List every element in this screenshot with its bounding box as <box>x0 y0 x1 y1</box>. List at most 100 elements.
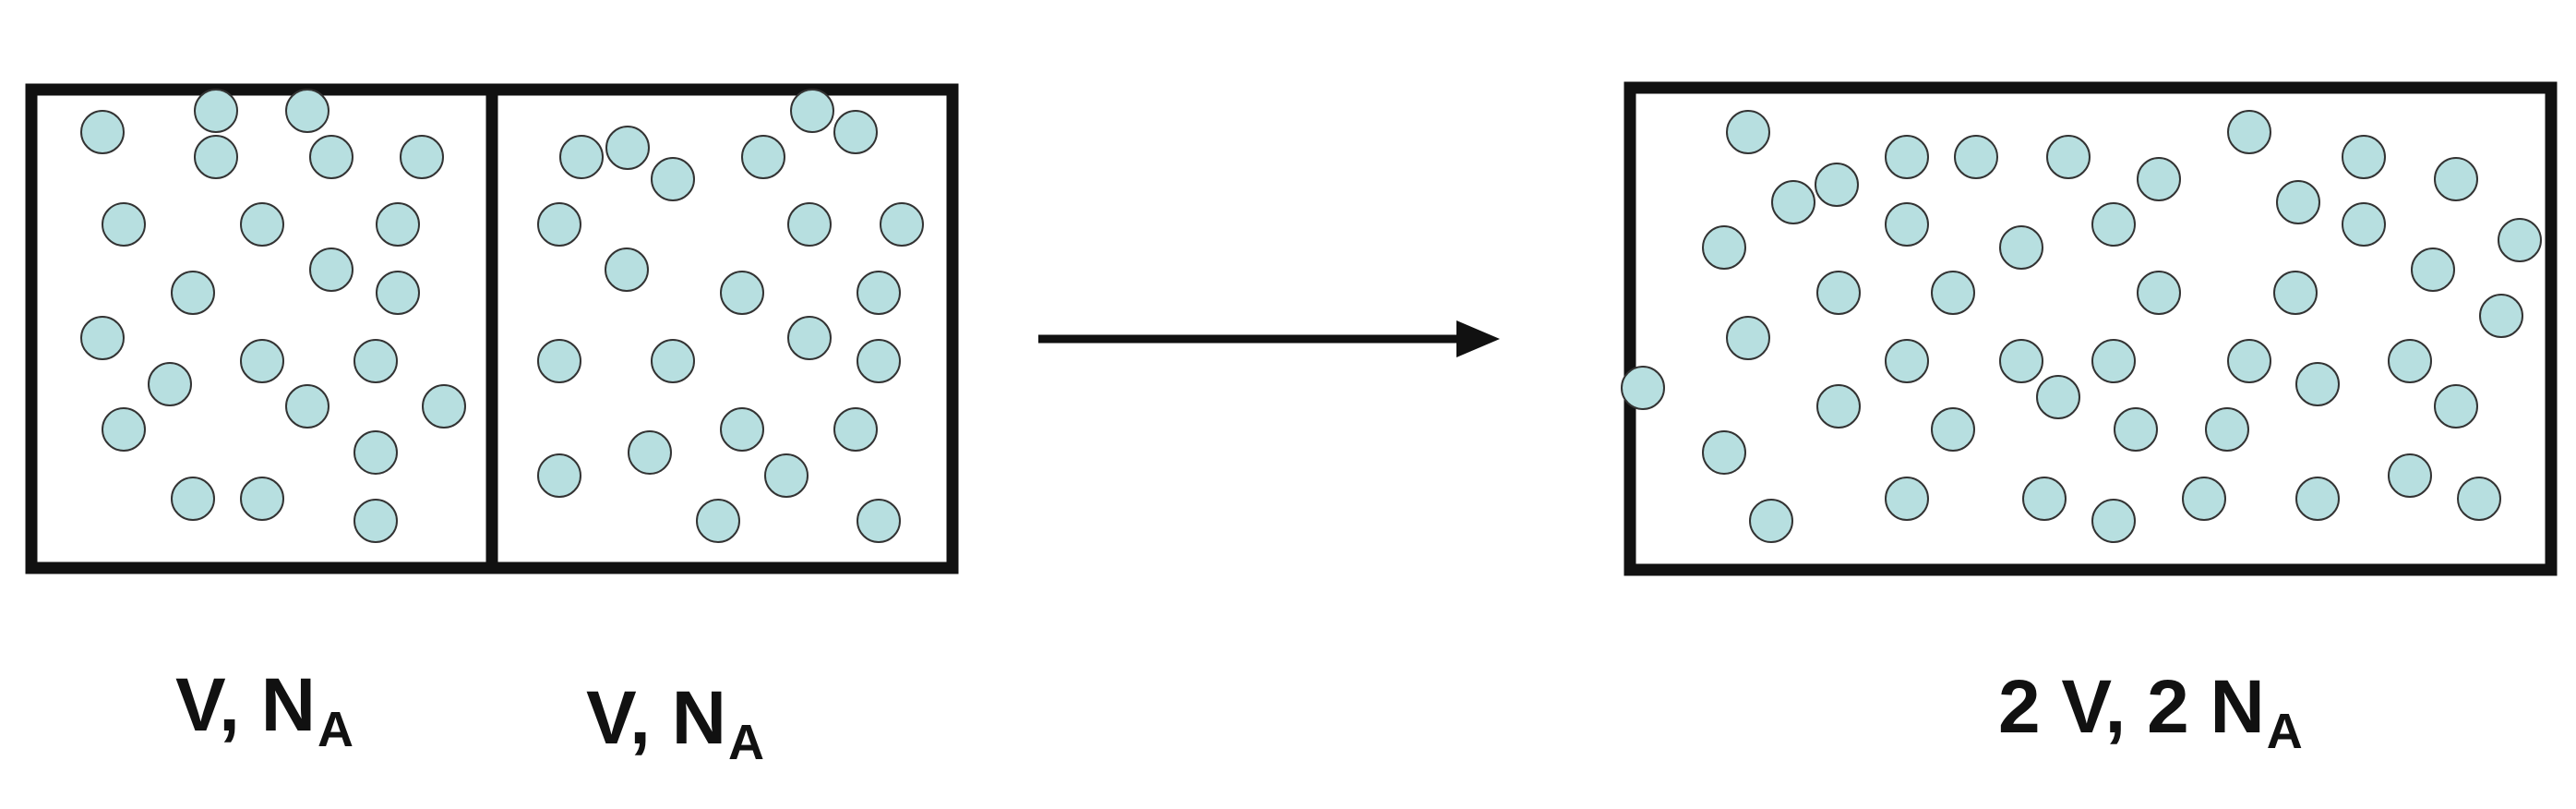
gas-particle <box>1726 316 1770 360</box>
gas-particle <box>171 477 215 521</box>
gas-particle <box>720 407 764 452</box>
gas-particle <box>2273 271 2318 315</box>
gas-particle <box>353 339 398 383</box>
gas-particle <box>285 89 329 133</box>
gas-particle <box>2022 477 2067 521</box>
gas-particle <box>605 248 649 292</box>
right-compartment-label: V, NA <box>586 681 764 771</box>
label-subscript: A <box>727 715 764 771</box>
gas-particle <box>1816 271 1861 315</box>
gas-particle <box>80 110 125 154</box>
gas-particle <box>605 126 650 170</box>
gas-particle <box>857 339 901 383</box>
gas-particle <box>194 89 238 133</box>
gas-particle <box>537 339 581 383</box>
gas-particle <box>1885 339 1929 383</box>
gas-particle <box>2388 339 2432 383</box>
gas-particle <box>857 499 901 543</box>
gas-particle <box>696 499 740 543</box>
gas-particle <box>400 135 444 179</box>
gas-particle <box>2137 271 2181 315</box>
gas-particle <box>2457 477 2501 521</box>
gas-particle <box>2434 384 2478 429</box>
left-compartment-label: V, NA <box>175 668 353 755</box>
gas-particle <box>2342 202 2386 247</box>
gas-particle <box>194 135 238 179</box>
gas-particle <box>1749 499 1793 543</box>
process-arrow <box>1038 320 1500 357</box>
gas-particle <box>240 202 284 247</box>
gas-particle <box>790 89 834 133</box>
gas-particle <box>1815 163 1859 207</box>
divided-container <box>25 83 959 574</box>
gas-particle <box>2182 477 2226 521</box>
gas-particle <box>764 453 809 498</box>
gas-particle <box>2434 157 2478 201</box>
gas-particle <box>2295 477 2340 521</box>
gas-particle <box>651 157 695 201</box>
gas-particle <box>2342 135 2386 179</box>
gas-particle <box>2411 248 2455 292</box>
gas-particle <box>1885 135 1929 179</box>
gas-particle <box>720 271 764 315</box>
gas-particle <box>787 202 832 247</box>
gas-particle <box>2091 202 2136 247</box>
gas-particle <box>148 362 192 406</box>
gas-particle <box>1726 110 1770 154</box>
mixed-container-label: 2 V, 2 NA <box>1998 670 2303 760</box>
gas-particle <box>1931 407 1975 452</box>
gas-particle <box>309 135 353 179</box>
gas-particle <box>2091 499 2136 543</box>
gas-particle <box>651 339 695 383</box>
gas-particle <box>2036 375 2080 419</box>
gas-particle <box>559 135 604 179</box>
gas-particle <box>376 271 420 315</box>
gas-particle <box>422 384 466 429</box>
gas-particle <box>1954 135 1998 179</box>
gas-particle <box>240 477 284 521</box>
gas-particle <box>2137 157 2181 201</box>
gas-particle <box>880 202 924 247</box>
gas-particle <box>1999 225 2043 270</box>
mixed-container-frame <box>1623 81 2558 576</box>
gas-particle <box>537 453 581 498</box>
gas-particle <box>171 271 215 315</box>
gas-particle <box>353 499 398 543</box>
gas-particle <box>741 135 785 179</box>
gas-particle <box>1771 180 1815 224</box>
label-main: 2 V, 2 N <box>1998 665 2265 749</box>
label-main: V, N <box>175 663 316 747</box>
gas-particle <box>537 202 581 247</box>
gas-particle <box>2046 135 2091 179</box>
label-main: V, N <box>586 676 726 760</box>
gas-particle <box>1931 271 1975 315</box>
gas-particle <box>1885 202 1929 247</box>
gas-particle <box>1702 225 1746 270</box>
gas-particle <box>2295 362 2340 406</box>
gas-particle <box>376 202 420 247</box>
gas-particle <box>80 316 125 360</box>
left-compartment-particles <box>80 89 466 543</box>
mixed-container-particles <box>1621 110 2542 543</box>
gas-particle <box>2114 407 2158 452</box>
gas-particle <box>309 248 353 292</box>
gas-particle <box>628 430 672 475</box>
label-subscript: A <box>2266 704 2303 760</box>
gas-particle <box>2498 218 2542 262</box>
gas-particle <box>2227 339 2271 383</box>
gas-particle <box>2479 294 2523 338</box>
gas-particle <box>2388 453 2432 498</box>
gas-particle <box>1702 430 1746 475</box>
gas-particle <box>285 384 329 429</box>
gas-particle <box>1816 384 1861 429</box>
gas-particle <box>1999 339 2043 383</box>
arrow-head <box>1456 320 1500 357</box>
gas-particle <box>240 339 284 383</box>
gas-particle <box>2227 110 2271 154</box>
gas-particle <box>1621 366 1665 410</box>
gas-particle <box>102 407 146 452</box>
gas-particle <box>833 407 878 452</box>
gas-particle <box>102 202 146 247</box>
gas-particle <box>2205 407 2249 452</box>
